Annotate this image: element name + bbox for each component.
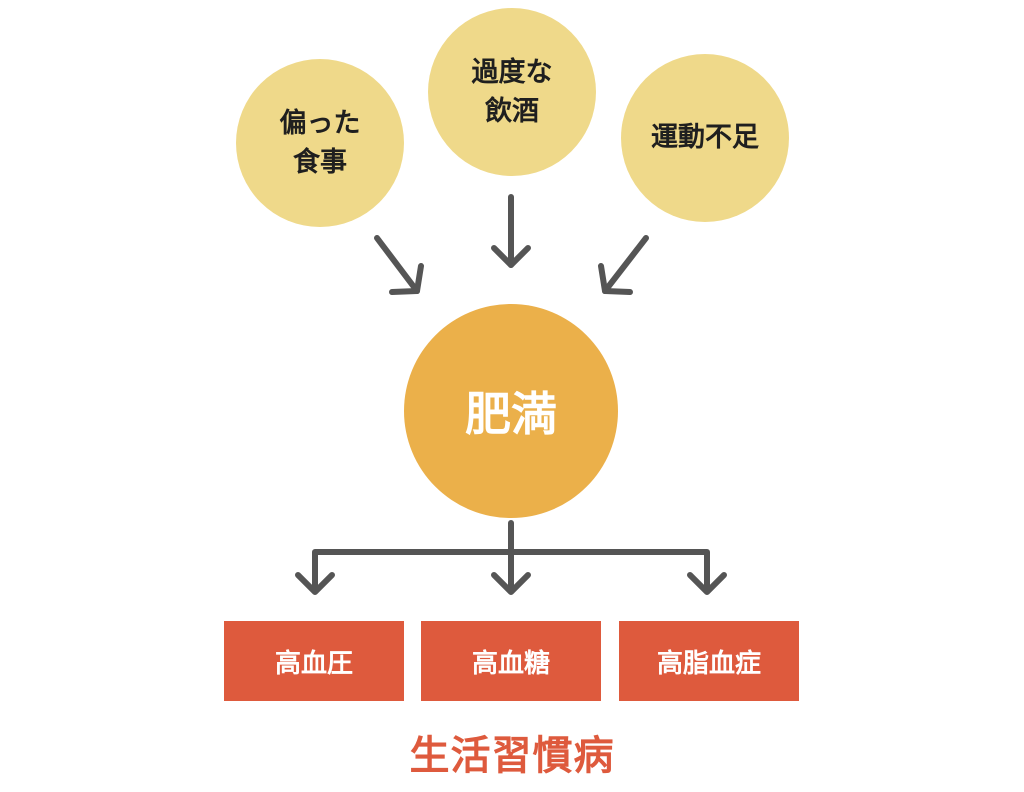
cause-node-unbalanced-diet: 偏った 食事 [236,59,404,227]
arrow-cause-2 [598,235,649,295]
cause-label-line1: 運動不足 [651,122,759,154]
cause-node-excessive-drinking: 過度な 飲酒 [428,8,596,176]
center-label: 肥満 [465,387,557,441]
arrow-branch [312,520,710,593]
arrow-disease-1 [491,572,531,595]
cause-label-line1: 偏った [279,107,361,139]
disease-label: 高血圧 [274,648,353,679]
center-node-obesity: 肥満 [404,304,618,518]
arrow-disease-0 [295,572,335,595]
arrow-cause-1 [491,194,531,268]
disease-box-hypertension: 高血圧 [224,621,404,701]
cause-label-line2: 食事 [293,147,347,178]
arrow-cause-0 [374,235,424,295]
disease-box-hyperglycemia: 高血糖 [421,621,601,701]
arrow-disease-2 [687,572,727,595]
cause-label-line2: 飲酒 [485,96,539,127]
cause-label-line1: 過度な [471,56,553,88]
disease-label: 高脂血症 [656,648,761,679]
cause-node-lack-of-exercise: 運動不足 [621,54,789,222]
footer-title: 生活習慣病 [409,733,615,779]
disease-label: 高血糖 [471,648,550,679]
disease-box-hyperlipidemia: 高脂血症 [619,621,799,701]
